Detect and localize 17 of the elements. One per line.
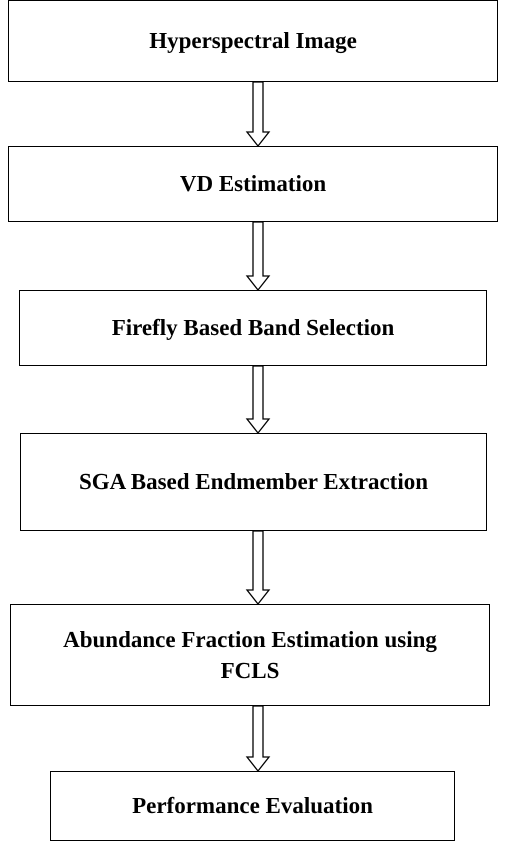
box-label: VD Estimation [180,170,326,198]
block-arrow [246,705,270,772]
box-label: Performance Evaluation [132,792,373,820]
process-box [10,604,490,706]
box-label: Abundance Fraction Estimation using FCLS [62,626,438,685]
block-arrow [246,530,270,606]
process-box [8,0,498,82]
block-arrow [246,81,270,148]
box-label: Hyperspectral Image [149,27,357,56]
box-label: Firefly Based Band Selection [112,314,394,342]
process-box [20,433,487,531]
box-label: SGA Based Endmember Extraction [78,468,428,496]
block-arrow [246,365,270,434]
process-box [50,771,455,841]
block-arrow [246,221,270,292]
process-box [8,146,498,222]
process-box [19,290,487,366]
